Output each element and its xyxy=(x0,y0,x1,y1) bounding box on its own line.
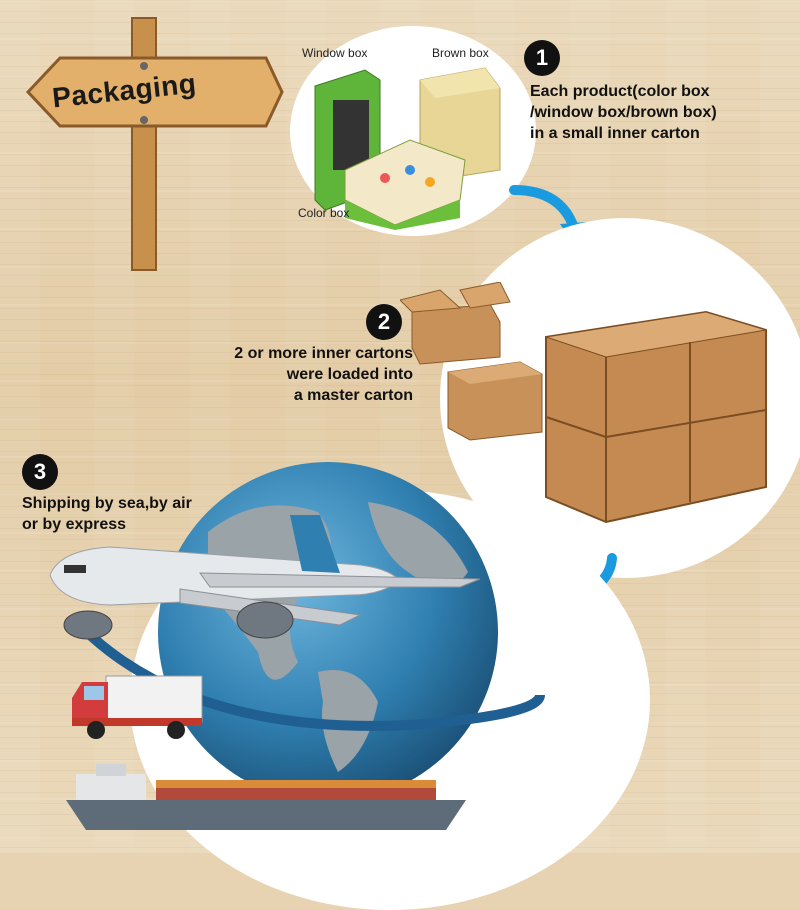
step3-line-1: Shipping by sea,by air xyxy=(22,495,192,512)
window-box-label: Window box xyxy=(302,46,368,60)
step2-text: 2 or more inner cartons were loaded into… xyxy=(205,343,413,406)
step3-text: Shipping by sea,by air or by express xyxy=(22,493,192,535)
step1-line-2: /window box/brown box) xyxy=(530,104,717,121)
airplane xyxy=(49,515,481,640)
truck xyxy=(72,675,203,739)
signpost xyxy=(25,17,284,271)
brown-box-label: Brown box xyxy=(432,46,489,60)
step2-number: 2 xyxy=(366,304,402,340)
step2-line-1: 2 or more inner cartons xyxy=(234,345,413,362)
cargo-ship xyxy=(66,764,466,830)
step3-line-2: or by express xyxy=(22,516,127,533)
color-box-label: Color box xyxy=(298,206,350,220)
step2-line-2: were loaded into xyxy=(286,366,413,383)
step1-text: Each product(color box /window box/brown… xyxy=(530,81,717,144)
step3-number: 3 xyxy=(22,454,58,490)
step2-line-3: a master carton xyxy=(293,387,413,404)
carton-boxes xyxy=(400,282,767,524)
step1-line-1: Each product(color box xyxy=(530,83,710,100)
product-boxes xyxy=(314,67,501,230)
step1-line-3: in a small inner carton xyxy=(530,125,700,142)
step1-number: 1 xyxy=(524,40,560,76)
